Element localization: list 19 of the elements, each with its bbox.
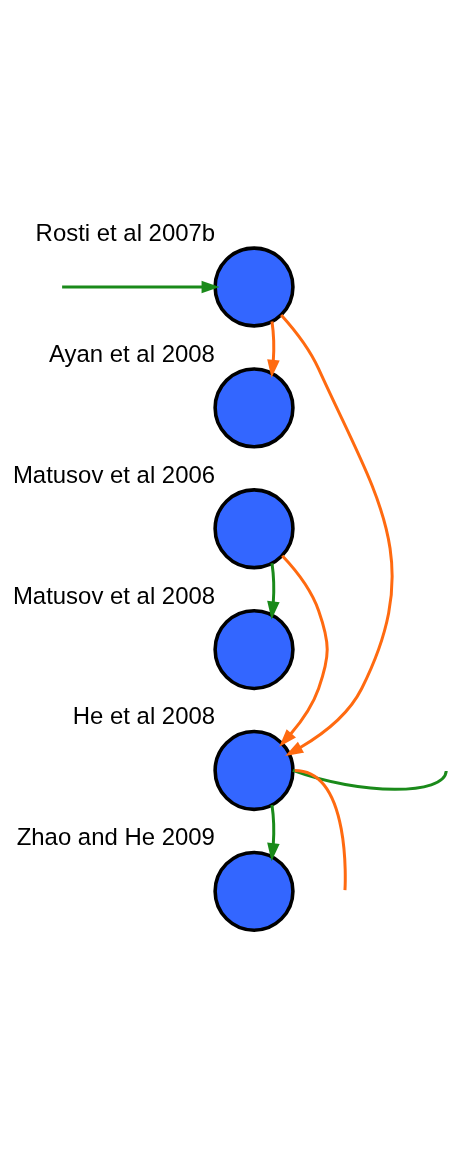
node-circle [213, 366, 295, 449]
node-label: Matusov et al 2006 [12, 460, 216, 488]
arrow [62, 280, 220, 293]
arrow [279, 554, 329, 747]
node-circle [213, 487, 295, 569]
node-circle [213, 245, 295, 328]
connector [294, 768, 347, 890]
arrow [280, 313, 394, 756]
arrow [267, 562, 280, 619]
node-label: Rosti et al 2007b [35, 218, 216, 246]
node-label: He et al 2008 [72, 701, 216, 729]
node-label: Matusov et al 2008 [12, 581, 216, 609]
node-circle [213, 608, 295, 690]
node-label: Zhao and He 2009 [16, 822, 215, 850]
arrow [267, 804, 280, 861]
arrow [267, 320, 280, 378]
connector [292, 768, 448, 791]
node-circle [213, 850, 295, 932]
node-label: Ayan et al 2008 [49, 339, 215, 367]
